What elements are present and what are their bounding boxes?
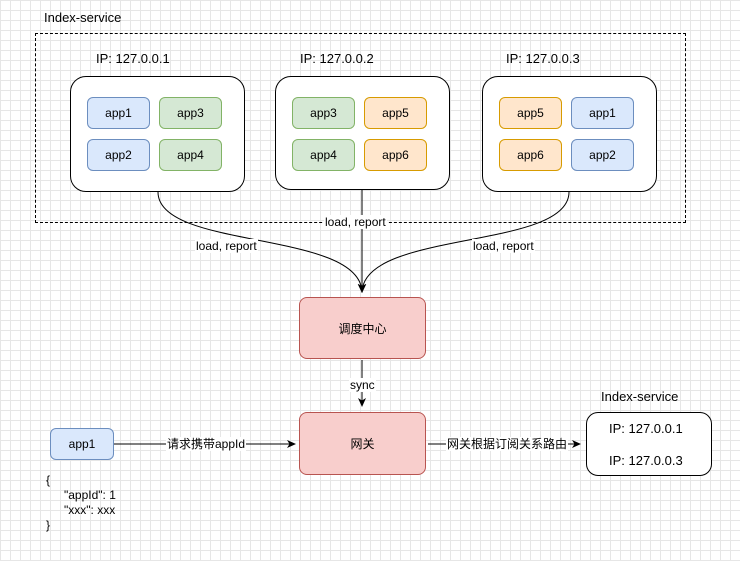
server-node[interactable]: app5 app1 app6 app2 (482, 76, 657, 192)
app-node[interactable]: app1 (87, 97, 150, 129)
server-ip-label: IP: 127.0.0.2 (300, 51, 374, 66)
app-node[interactable]: app4 (292, 139, 355, 171)
server-node[interactable]: app3 app5 app4 app6 (275, 76, 450, 190)
scheduler-node[interactable]: 调度中心 (299, 297, 426, 359)
json-line: "xxx": xxx (64, 503, 116, 517)
server-ip-label: IP: 127.0.0.1 (96, 51, 170, 66)
edge-server1-to-scheduler (157, 191, 366, 293)
client-app-node[interactable]: app1 (50, 428, 114, 460)
edge-label-right: load, report (472, 239, 535, 253)
app-node[interactable]: app2 (87, 139, 150, 171)
result-node[interactable]: IP: 127.0.0.1 IP: 127.0.0.3 (586, 412, 712, 476)
edge-label-request: 请求携带appId (166, 437, 247, 451)
json-brace-open: { (46, 473, 51, 487)
result-title: Index-service (601, 389, 679, 404)
app-node[interactable]: app2 (571, 139, 634, 171)
app-node[interactable]: app3 (292, 97, 355, 129)
app-node[interactable]: app6 (364, 139, 427, 171)
edge-server3-to-scheduler (358, 191, 570, 293)
app-node[interactable]: app5 (499, 97, 562, 129)
result-ip: IP: 127.0.0.1 (609, 421, 683, 436)
server-node[interactable]: app1 app3 app2 app4 (70, 76, 245, 192)
json-line: "appId": 1 (64, 488, 116, 502)
app-node[interactable]: app6 (499, 139, 562, 171)
edge-label-route: 网关根据订阅关系路由 (446, 437, 569, 451)
server-ip-label: IP: 127.0.0.3 (506, 51, 580, 66)
app-node[interactable]: app5 (364, 97, 427, 129)
json-brace-close: } (46, 518, 51, 532)
result-ip: IP: 127.0.0.3 (609, 453, 683, 468)
edge-label-middle: load, report (324, 215, 387, 229)
edge-label-left: load, report (195, 239, 258, 253)
app-node[interactable]: app4 (159, 139, 222, 171)
gateway-node[interactable]: 网关 (299, 412, 426, 475)
cluster-title: Index-service (44, 10, 122, 25)
app-node[interactable]: app1 (571, 97, 634, 129)
app-node[interactable]: app3 (159, 97, 222, 129)
edge-label-sync: sync (349, 378, 376, 392)
